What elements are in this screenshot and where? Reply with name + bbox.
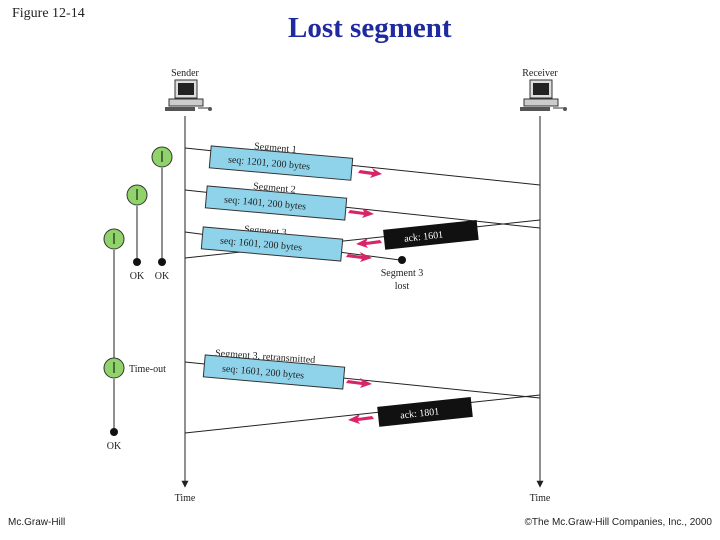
figure-label: Figure 12-14 <box>12 6 85 21</box>
timer-2-ok-label: OK <box>130 271 145 282</box>
timeout-label: Time-out <box>129 364 166 375</box>
loss-point <box>398 256 406 264</box>
segment-1-direction-arrow <box>358 168 382 178</box>
receiver-label: Receiver <box>522 68 558 79</box>
sender-host: Sender <box>164 68 213 112</box>
ack-1801-label: ack: 1801 <box>400 406 440 421</box>
sender-computer-icon <box>164 79 213 112</box>
receiver-time-label: Time <box>530 493 551 504</box>
timer-segment-1: OK <box>151 146 173 282</box>
timer-segment-3: Time-out OK <box>103 228 166 452</box>
ack-1601-box <box>383 220 479 250</box>
copyright-footer: ©The Mc.Graw-Hill Companies, Inc., 2000 <box>524 517 712 528</box>
timer-1-ok-label: OK <box>155 271 170 282</box>
segment-3-retransmitted-direction-arrow <box>346 378 372 388</box>
timer-segment-2: OK <box>126 184 148 282</box>
ack-1601: ack: 1601 <box>356 220 479 250</box>
segment-1: Segment 1 seq: 1201, 200 bytes <box>208 141 382 181</box>
page-title: Lost segment <box>288 12 452 44</box>
ack-1801-line <box>184 394 541 434</box>
sender-time-label: Time <box>175 493 196 504</box>
segment-3-direction-arrow <box>346 252 372 262</box>
segment-3-retransmitted-box <box>202 354 346 390</box>
timer-3-ok-label: OK <box>107 441 122 452</box>
segment-3-box <box>200 226 344 262</box>
ack-1801-direction-arrow <box>348 414 374 424</box>
publisher-footer: Mc.Graw-Hill <box>8 517 66 528</box>
timer-1-stop-point <box>158 258 166 266</box>
segment-3: Segment 3 seq: 1601, 200 bytes <box>200 224 372 262</box>
receiver-host: Receiver <box>519 68 568 112</box>
sender-label: Sender <box>171 68 199 79</box>
receiver-computer-icon <box>519 79 568 112</box>
ack-1801: ack: 1801 <box>348 397 473 427</box>
segment-2-box <box>204 185 348 221</box>
lost-label-line1: Segment 3 <box>381 268 424 279</box>
segment-3-retransmitted: Segment 3, retransmitted seq: 1601, 200 … <box>202 348 372 390</box>
segment-2-direction-arrow <box>348 208 374 218</box>
segment-2: Segment 2 seq: 1401, 200 bytes <box>204 181 374 221</box>
ack-1601-label: ack: 1601 <box>404 230 444 245</box>
timer-2-stop-point <box>133 258 141 266</box>
timer-3-stop-point <box>110 428 118 436</box>
ack-1801-box <box>377 397 473 427</box>
lost-label-line2: lost <box>395 281 410 292</box>
segment-1-box <box>208 145 354 181</box>
ack-1601-direction-arrow <box>356 238 382 248</box>
